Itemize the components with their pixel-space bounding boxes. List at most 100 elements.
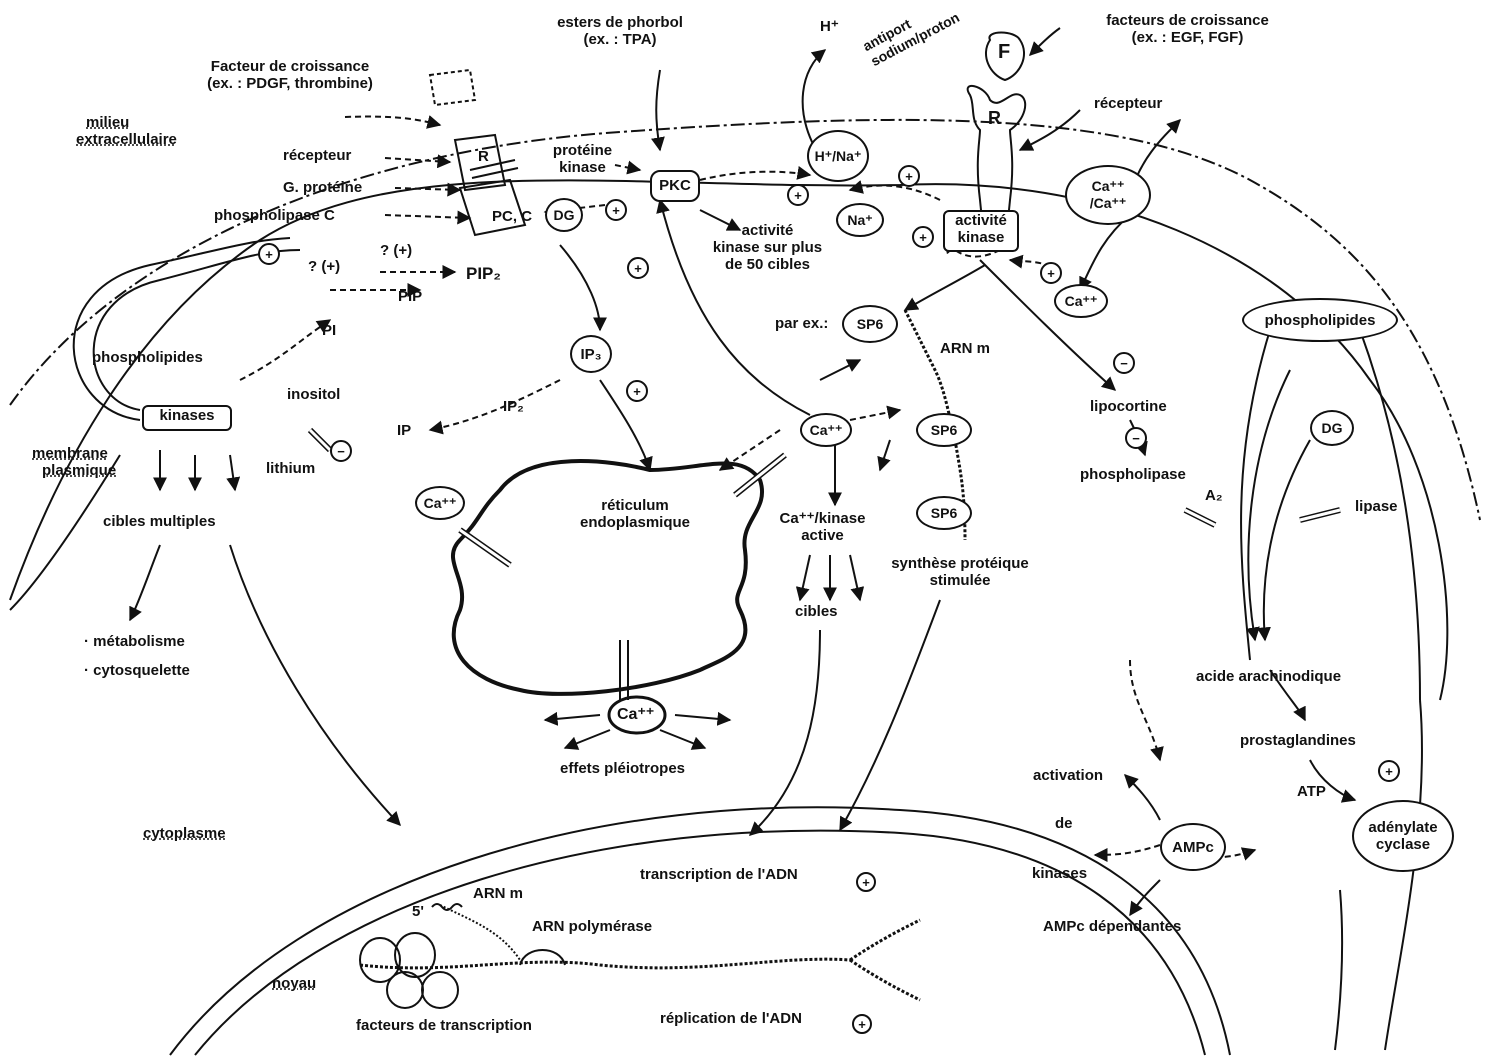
- plus-prostaglandin: +: [1378, 760, 1400, 782]
- plus-pkc-loop: +: [627, 257, 649, 279]
- lithium-label: lithium: [266, 460, 316, 477]
- protein-kinase-label: protéine kinase: [540, 142, 625, 176]
- receptor-left-label: récepteur: [283, 147, 352, 164]
- ca-antiport-node: Ca⁺⁺ /Ca⁺⁺: [1065, 165, 1151, 225]
- h-na-antiport-node: H⁺/Na⁺: [807, 130, 869, 182]
- ca-ca-bottom: /Ca⁺⁺: [1089, 195, 1127, 211]
- de-label: de: [1055, 815, 1073, 832]
- growth-factor-left-example: (ex. : PDGF, thrombine): [207, 75, 373, 92]
- phorbol-esters-label: esters de phorbol (ex. : TPA): [545, 14, 695, 48]
- replication-text: réplication de l'ADN: [660, 1010, 802, 1027]
- multiple-targets-label: cibles multiples: [103, 513, 216, 530]
- cinquante-cibles-word: de 50 cibles: [724, 256, 811, 273]
- kinase-plus-word: kinase sur plus: [712, 239, 823, 256]
- pc-label: PC, C: [492, 208, 533, 225]
- rna-m-label: ARN m: [940, 340, 991, 357]
- extracellulaire-word: extracellulaire: [76, 131, 177, 148]
- ca-bottom-label: Ca⁺⁺: [617, 706, 655, 723]
- pleiotropic-effects-label: effets pléiotropes: [560, 760, 686, 777]
- nuclear-envelope-outer: [169, 806, 1231, 1056]
- stimulee-word: stimulée: [929, 572, 991, 589]
- transcription-factors-label: facteurs de transcription: [356, 1017, 532, 1034]
- h-plus-label: H⁺: [820, 18, 839, 35]
- na-node: Na⁺: [836, 203, 884, 237]
- plasma-membrane-label: membrane plasmique: [32, 445, 116, 479]
- endoplasmic-reticulum: [451, 459, 764, 696]
- factor-f-label: F: [998, 41, 1011, 63]
- plus-ca-antiport: +: [1040, 262, 1062, 284]
- cyclase-word: cyclase: [1375, 836, 1431, 853]
- phospholipase-c-label: phospholipase C: [214, 207, 335, 224]
- plus-pkc-right: +: [787, 184, 809, 206]
- kinase-word: kinase: [559, 159, 606, 176]
- dna-transcription-label: transcription de l'ADN: [640, 866, 798, 883]
- sp6-node-1: SP6: [842, 305, 898, 343]
- camp-node: AMPc: [1160, 823, 1226, 871]
- cytoplasm-label: cytoplasme: [143, 825, 226, 842]
- ca-left-node: Ca⁺⁺: [415, 486, 465, 520]
- reticulum-word: réticulum: [601, 497, 669, 514]
- egf-receptor-shape: [966, 85, 1027, 251]
- plus-transcription: +: [856, 872, 876, 892]
- membrane-word: membrane: [32, 445, 108, 462]
- minus-lipocortine: −: [1113, 352, 1135, 374]
- receptor-right-label: récepteur: [1094, 95, 1163, 112]
- phospholipase-a2-label: phospholipase: [1080, 466, 1186, 483]
- kinase-activity-label: activité kinase sur plus de 50 cibles: [705, 222, 830, 273]
- mrna-nucleus-label: ARN m: [473, 885, 524, 902]
- nucleus-label: noyau: [272, 975, 317, 992]
- milieu-word: milieu: [86, 114, 130, 131]
- ca-kinase-word: Ca⁺⁺/kinase: [779, 510, 866, 527]
- adenylate-word: adénylate: [1368, 819, 1438, 836]
- lipase-label: lipase: [1355, 498, 1398, 515]
- ip3-node: IP₃: [570, 335, 612, 373]
- kinases-box: kinases: [142, 405, 232, 431]
- adenylate-cyclase-node: adénylate cyclase: [1352, 800, 1454, 872]
- inositol-label: inositol: [287, 386, 341, 403]
- plus-dg-pkc: +: [605, 199, 627, 221]
- c-text: C: [521, 208, 533, 225]
- prostaglandins-label: prostaglandines: [1240, 732, 1356, 749]
- sp6-node-3: SP6: [916, 496, 972, 530]
- nuclear-envelope-inner: [194, 829, 1206, 1056]
- pc-text: PC: [492, 208, 513, 225]
- par-ex-label: par ex.:: [775, 315, 829, 332]
- q-plus-2: ? (+): [380, 242, 413, 259]
- proteine-word: protéine: [552, 142, 613, 159]
- camp-dependent-label: AMPc dépendantes: [1043, 918, 1182, 935]
- transcription-text: transcription de l'ADN: [640, 866, 798, 883]
- activite-word: activité: [741, 222, 794, 239]
- plus-receptor-left: +: [912, 226, 934, 248]
- plasma-membrane-outer: [9, 118, 1481, 521]
- growth-factors-right-label: facteurs de croissance (ex. : EGF, FGF): [1075, 12, 1300, 46]
- minus-phospholipase: −: [1125, 427, 1147, 449]
- ca-right-node: Ca⁺⁺: [1054, 284, 1108, 318]
- pip-label: PIP: [398, 288, 423, 305]
- ca-center-node: Ca⁺⁺: [800, 413, 852, 447]
- phorbol-esters-example: (ex. : TPA): [583, 31, 657, 48]
- sp6-node-2: SP6: [916, 413, 972, 447]
- activite-kinase-word1: activité: [955, 212, 1007, 229]
- growth-factors-right-text: facteurs de croissance: [1106, 12, 1269, 29]
- metabolism-label: · métabolisme: [84, 633, 185, 650]
- pkc-box: PKC: [650, 170, 700, 202]
- lipocortin-label: lipocortine: [1090, 398, 1167, 415]
- protein-synthesis-label: synthèse protéique stimulée: [875, 555, 1045, 589]
- active-word: active: [801, 527, 844, 544]
- a2-label: A₂: [1205, 487, 1223, 504]
- endoplasmique-word: endoplasmique: [579, 514, 691, 531]
- pip2-label: PIP₂: [466, 264, 501, 283]
- lithium-inhibition: −: [330, 440, 352, 462]
- ca-kinase-label: Ca⁺⁺/kinase active: [760, 510, 885, 544]
- phorbol-esters-text: esters de phorbol: [557, 14, 683, 31]
- pi-label: PI: [322, 322, 337, 339]
- cytoskeleton-label: · cytosquelette: [84, 662, 190, 679]
- plus-replication: +: [852, 1014, 872, 1034]
- dg-node-left: DG: [545, 198, 583, 232]
- activation-label: activation: [1033, 767, 1104, 784]
- phospholipids-right-node: phospholipides: [1242, 298, 1398, 342]
- q-plus-1: ? (+): [308, 258, 341, 275]
- plus-ip3: +: [626, 380, 648, 402]
- growth-factor-left-label: Facteur de croissance (ex. : PDGF, throm…: [170, 58, 410, 92]
